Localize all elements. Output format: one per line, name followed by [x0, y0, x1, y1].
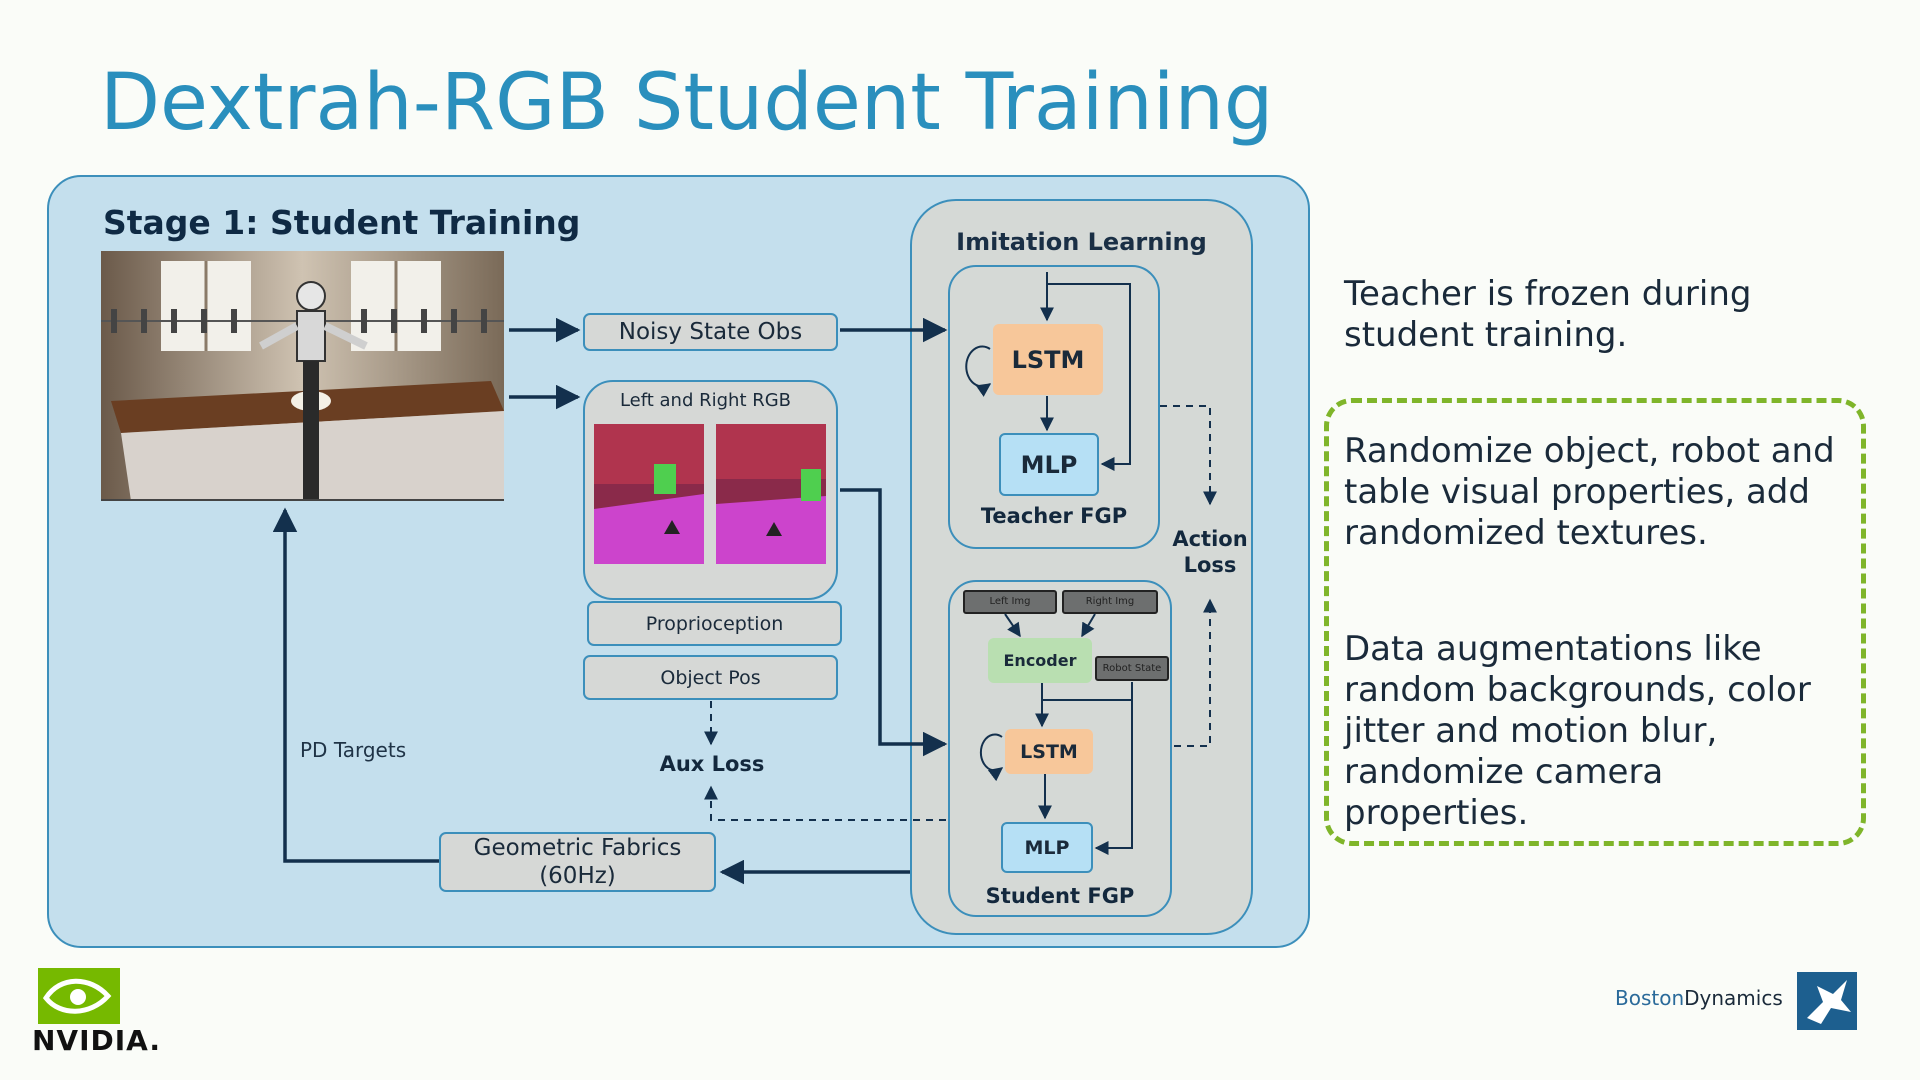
noisy-state-obs-label: Noisy State Obs — [618, 319, 803, 345]
student-fgp-label: Student FGP — [985, 884, 1135, 908]
encoder-label: Encoder — [1003, 651, 1077, 670]
proprioception-box: Proprioception — [587, 601, 842, 646]
geometric-fabrics-label: Geometric Fabrics — [473, 835, 682, 861]
student-lstm-block: LSTM — [1005, 729, 1093, 774]
left-rgb-image — [594, 424, 704, 564]
teacher-mlp-block: MLP — [999, 433, 1099, 496]
boston-dynamics-wordmark: BostonDynamics — [1615, 986, 1783, 1010]
geometric-fabrics-rate: (60Hz) — [539, 863, 616, 889]
student-mlp-block: MLP — [1001, 822, 1093, 873]
nvidia-logo-icon — [38, 968, 120, 1024]
teacher-fgp-label: Teacher FGP — [980, 504, 1128, 528]
teacher-fgp-box — [948, 265, 1160, 549]
dynamics-word: Dynamics — [1684, 986, 1783, 1010]
teacher-frozen-note: Teacher is frozen during student trainin… — [1344, 274, 1752, 355]
augmentation-note: Data augmentations like random backgroun… — [1344, 629, 1811, 833]
aux-loss-label: Aux Loss — [659, 752, 765, 776]
object-pos-box: Object Pos — [583, 655, 838, 700]
geometric-fabrics-box: Geometric Fabrics (60Hz) — [439, 832, 716, 892]
robot-state-label: Robot State — [1102, 662, 1162, 674]
teacher-mlp-label: MLP — [1020, 450, 1078, 479]
right-rgb-image — [716, 424, 826, 564]
boston-word: Boston — [1615, 986, 1685, 1010]
teacher-lstm-block: LSTM — [993, 324, 1103, 395]
student-mlp-label: MLP — [1024, 836, 1070, 859]
action-loss-label: Action Loss — [1162, 526, 1258, 578]
teacher-lstm-label: LSTM — [1011, 345, 1085, 374]
randomization-callout — [1324, 398, 1866, 846]
action-loss-line2: Loss — [1183, 553, 1237, 577]
pd-targets-label: PD Targets — [300, 738, 407, 762]
robot-state-input: Robot State — [1095, 656, 1169, 681]
object-pos-label: Object Pos — [660, 666, 761, 689]
randomize-note: Randomize object, robot and table visual… — [1344, 431, 1835, 553]
nvidia-wordmark: NVIDIA. — [32, 1024, 162, 1057]
encoder-block: Encoder — [988, 638, 1092, 683]
slide-title: Dextrah-RGB Student Training — [100, 58, 1274, 148]
stage-title: Stage 1: Student Training — [103, 203, 581, 242]
proprioception-label: Proprioception — [645, 612, 784, 635]
robot-photo — [101, 251, 504, 501]
student-lstm-label: LSTM — [1020, 740, 1078, 763]
right-img-label: Right Img — [1085, 596, 1135, 607]
left-img-input: Left Img — [963, 590, 1057, 614]
action-loss-line1: Action — [1172, 527, 1248, 551]
noisy-state-obs-box: Noisy State Obs — [583, 313, 838, 351]
rgb-label: Left and Right RGB — [619, 390, 792, 411]
right-img-input: Right Img — [1062, 590, 1158, 614]
left-img-label: Left Img — [989, 596, 1031, 607]
boston-dynamics-logo-icon — [1797, 972, 1857, 1030]
imitation-learning-title: Imitation Learning — [956, 228, 1207, 256]
